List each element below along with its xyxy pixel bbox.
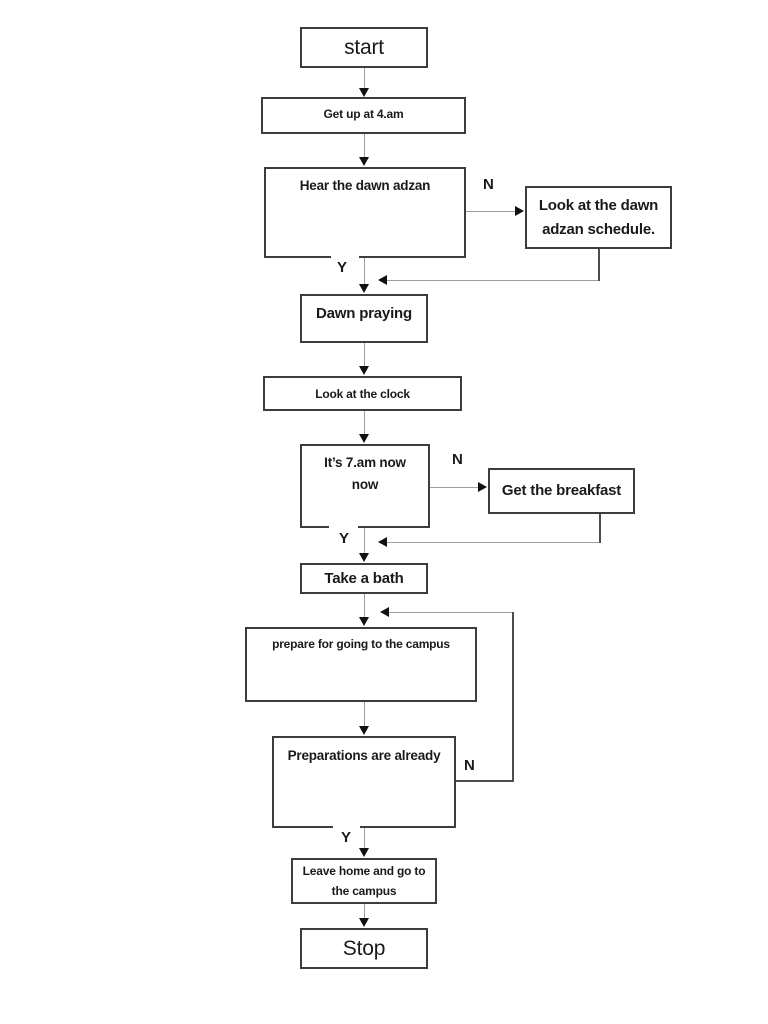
node-take-bath: Take a bath [300,563,428,594]
arrowhead-left-icon [378,537,387,547]
node-stop: Stop [300,928,428,969]
node-seven-am-label: It’s 7.am now now [324,455,406,493]
arrowhead-right-icon [515,206,524,216]
node-get-up-label: Get up at 4.am [323,106,404,121]
node-start-label: start [344,35,384,59]
connector-line [389,612,513,613]
connector-line [599,514,601,543]
arrowhead-down-icon [359,553,369,562]
border-gap [331,254,359,260]
connector-line [512,612,514,782]
border-gap [329,524,358,530]
node-look-clock-label: Look at the clock [315,386,410,401]
connector-line [364,134,365,160]
node-start: start [300,27,428,68]
node-stop-label: Stop [342,936,386,960]
connector-line [364,594,365,619]
branch-label-n: N [464,757,475,774]
branch-label-n: N [452,451,463,468]
node-dawn-praying-label: Dawn praying [316,305,412,322]
node-adzan-schedule-label: Look at the dawn adzan schedule. [538,196,659,238]
node-adzan-schedule: Look at the dawn adzan schedule. [525,186,672,249]
branch-label-y: Y [341,829,352,846]
arrowhead-down-icon [359,848,369,857]
arrowhead-right-icon [478,482,487,492]
arrowhead-down-icon [359,284,369,293]
connector-line [364,411,365,437]
connector-line [387,542,600,543]
node-hear-adzan: Hear the dawn adzan [264,167,466,258]
arrowhead-down-icon [359,726,369,735]
node-get-up: Get up at 4.am [261,97,466,134]
branch-label-y: Y [339,530,350,547]
connector-line [364,343,365,369]
node-hear-adzan-label: Hear the dawn adzan [299,178,431,193]
connector-line [364,258,365,286]
connector-line [364,828,365,850]
branch-label-n: N [483,176,494,193]
arrowhead-left-icon [378,275,387,285]
arrowhead-left-icon [380,607,389,617]
connector-line [456,780,514,782]
connector-line [364,702,365,728]
node-look-clock: Look at the clock [263,376,462,411]
connector-line [466,211,516,212]
arrowhead-down-icon [359,617,369,626]
connector-line [387,280,599,281]
node-preparations: Preparations are already [272,736,456,828]
border-gap [333,824,360,830]
node-seven-am: It’s 7.am now now [300,444,430,528]
node-breakfast: Get the breakfast [488,468,635,514]
connector-line [364,528,365,555]
node-take-bath-label: Take a bath [324,569,404,587]
arrowhead-down-icon [359,88,369,97]
arrowhead-down-icon [359,157,369,166]
connector-line [598,249,600,281]
arrowhead-down-icon [359,918,369,927]
connector-line [364,904,365,920]
node-dawn-praying: Dawn praying [300,294,428,343]
node-prepare-label: prepare for going to the campus [272,637,450,651]
node-leave-home: Leave home and go to the campus [291,858,437,904]
connector-line [430,487,478,488]
branch-label-y: Y [337,259,348,276]
arrowhead-down-icon [359,434,369,443]
arrowhead-down-icon [359,366,369,375]
connector-line [364,68,365,90]
node-leave-home-label: Leave home and go to the campus [302,863,426,898]
node-breakfast-label: Get the breakfast [501,482,622,499]
node-preparations-label: Preparations are already [287,748,441,763]
node-prepare: prepare for going to the campus [245,627,477,702]
